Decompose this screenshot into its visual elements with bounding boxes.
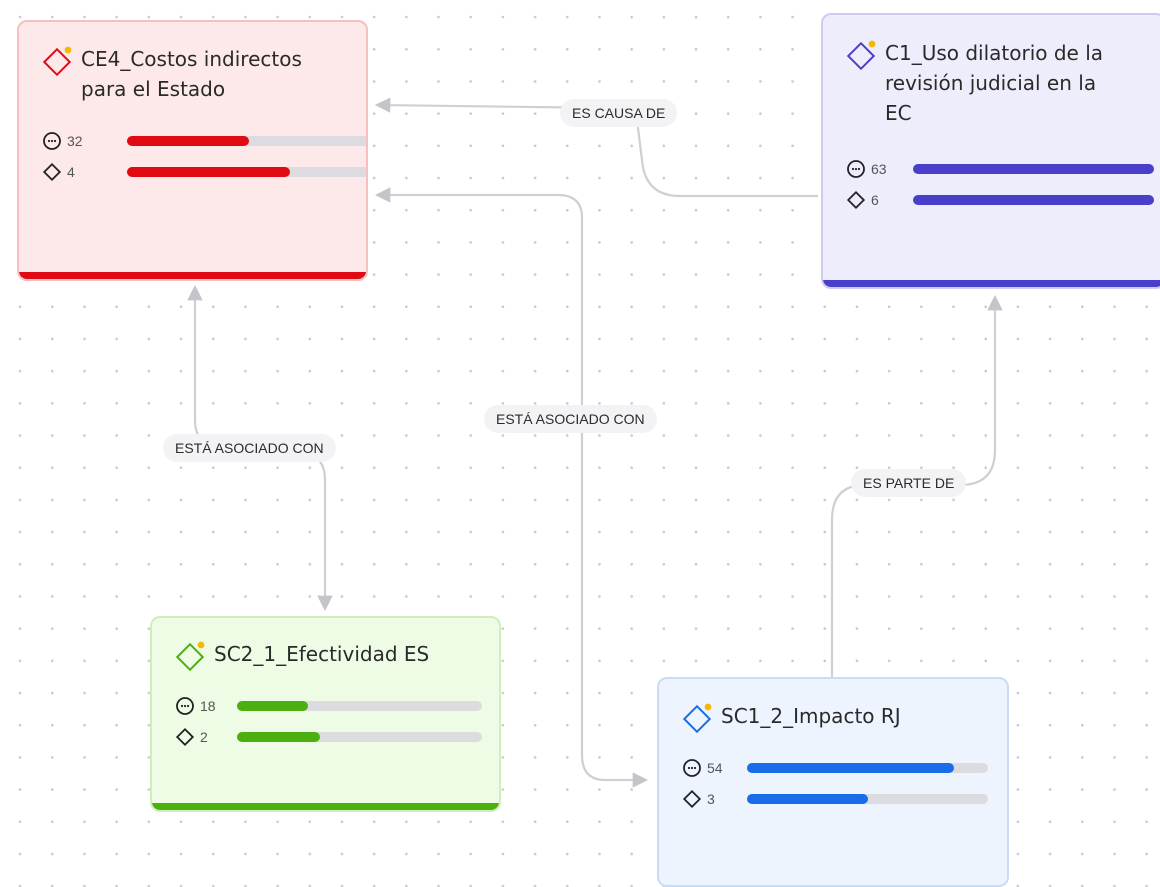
code-count: 2 <box>200 729 208 745</box>
code-bar-fill <box>237 732 321 742</box>
edge-label-esta-asociado-con[interactable]: ESTÁ ASOCIADO CON <box>163 434 336 462</box>
quote-bubble-icon <box>681 758 703 778</box>
code-bar-fill <box>913 195 1154 205</box>
diamond-outline-icon <box>845 190 867 210</box>
node-title: SC1_2_Impacto RJ <box>721 704 901 728</box>
quote-bubble-icon <box>174 696 196 716</box>
quote-bar <box>913 164 1154 174</box>
node-accent-bar <box>152 803 499 810</box>
quote-bar <box>747 763 988 773</box>
link-esta-asociado-con-2[interactable] <box>374 187 649 788</box>
edge-label-esta-asociado-con[interactable]: ESTÁ ASOCIADO CON <box>484 405 657 433</box>
quote-count: 63 <box>871 161 887 177</box>
quote-bar-fill <box>127 136 249 146</box>
diamond-code-icon <box>172 639 206 673</box>
code-bar <box>127 167 366 177</box>
code-count: 3 <box>707 791 715 807</box>
node-accent-bar <box>823 280 1160 287</box>
diamond-outline-icon <box>681 789 703 809</box>
quote-count: 54 <box>707 760 723 776</box>
code-count: 4 <box>67 164 75 180</box>
quote-count: 18 <box>200 698 216 714</box>
code-count: 6 <box>871 192 879 208</box>
edge-label-es-causa-de[interactable]: ES CAUSA DE <box>560 99 678 127</box>
code-bar <box>747 794 988 804</box>
diamond-code-icon <box>843 38 877 72</box>
quote-bar <box>127 136 366 146</box>
quote-bubble-icon <box>845 159 867 179</box>
quote-bar-fill <box>237 701 309 711</box>
code-bar-fill <box>747 794 868 804</box>
node-accent-bar <box>19 272 366 279</box>
code-bar <box>913 195 1154 205</box>
diamond-code-icon <box>679 701 713 735</box>
code-bar <box>237 732 482 742</box>
quote-count: 32 <box>67 133 83 149</box>
diamond-outline-icon <box>41 162 63 182</box>
quote-bar <box>237 701 482 711</box>
quote-bar-fill <box>747 763 955 773</box>
quote-bar-fill <box>913 164 1154 174</box>
edge-label-es-parte-de[interactable]: ES PARTE DE <box>851 469 967 497</box>
code-bar-fill <box>127 167 290 177</box>
diamond-code-icon <box>39 44 73 78</box>
code-node-sc1-2[interactable]: SC1_2_Impacto RJ 54 3 <box>657 677 1009 887</box>
node-title: SC2_1_Efectividad ES <box>214 642 430 666</box>
node-title: C1_Uso dilatorio de la revisión judicial… <box>885 41 1104 125</box>
quote-bubble-icon <box>41 131 63 151</box>
code-node-ce4[interactable]: CE4_Costos indirectos para el Estado 32 … <box>17 20 368 281</box>
node-title: CE4_Costos indirectos para el Estado <box>81 47 302 101</box>
code-node-sc2-1[interactable]: SC2_1_Efectividad ES 18 2 <box>150 616 501 812</box>
code-node-c1[interactable]: C1_Uso dilatorio de la revisión judicial… <box>821 13 1160 289</box>
diamond-outline-icon <box>174 727 196 747</box>
